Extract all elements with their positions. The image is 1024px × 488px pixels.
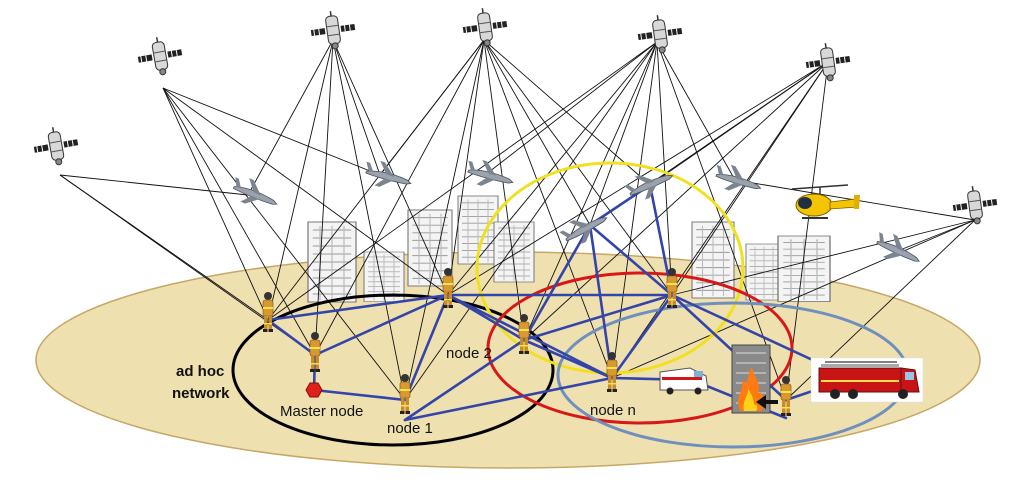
fire-truck-icon: [810, 357, 924, 403]
satellite-icon: [634, 11, 686, 57]
building-icon: [493, 221, 535, 283]
burning-building-icon: [731, 344, 771, 414]
node-1-label: node 1: [387, 420, 433, 437]
ambulance-icon: [659, 367, 709, 395]
arrow-to-building: [756, 395, 778, 409]
node-n-label: node n: [590, 402, 636, 419]
cluster-circle-black: [231, 293, 555, 447]
satellite-icon: [949, 182, 1001, 228]
master-node-marker: [305, 382, 323, 398]
aircraft-icon: [556, 206, 613, 251]
satellite-icon: [307, 7, 359, 53]
satellite-icon: [459, 4, 511, 50]
network-label-line2: network: [172, 385, 230, 402]
network-label-line1: ad hoc: [176, 363, 224, 380]
satellite-icon: [30, 122, 82, 170]
node-2-label: node 2: [446, 345, 492, 362]
helicopter-icon: [791, 184, 860, 219]
satellite-icon: [134, 32, 186, 80]
building-icon: [777, 235, 831, 303]
aircraft-icon: [226, 172, 283, 217]
master-node-label: Master node: [280, 403, 363, 420]
cluster-circle-red: [486, 271, 794, 425]
